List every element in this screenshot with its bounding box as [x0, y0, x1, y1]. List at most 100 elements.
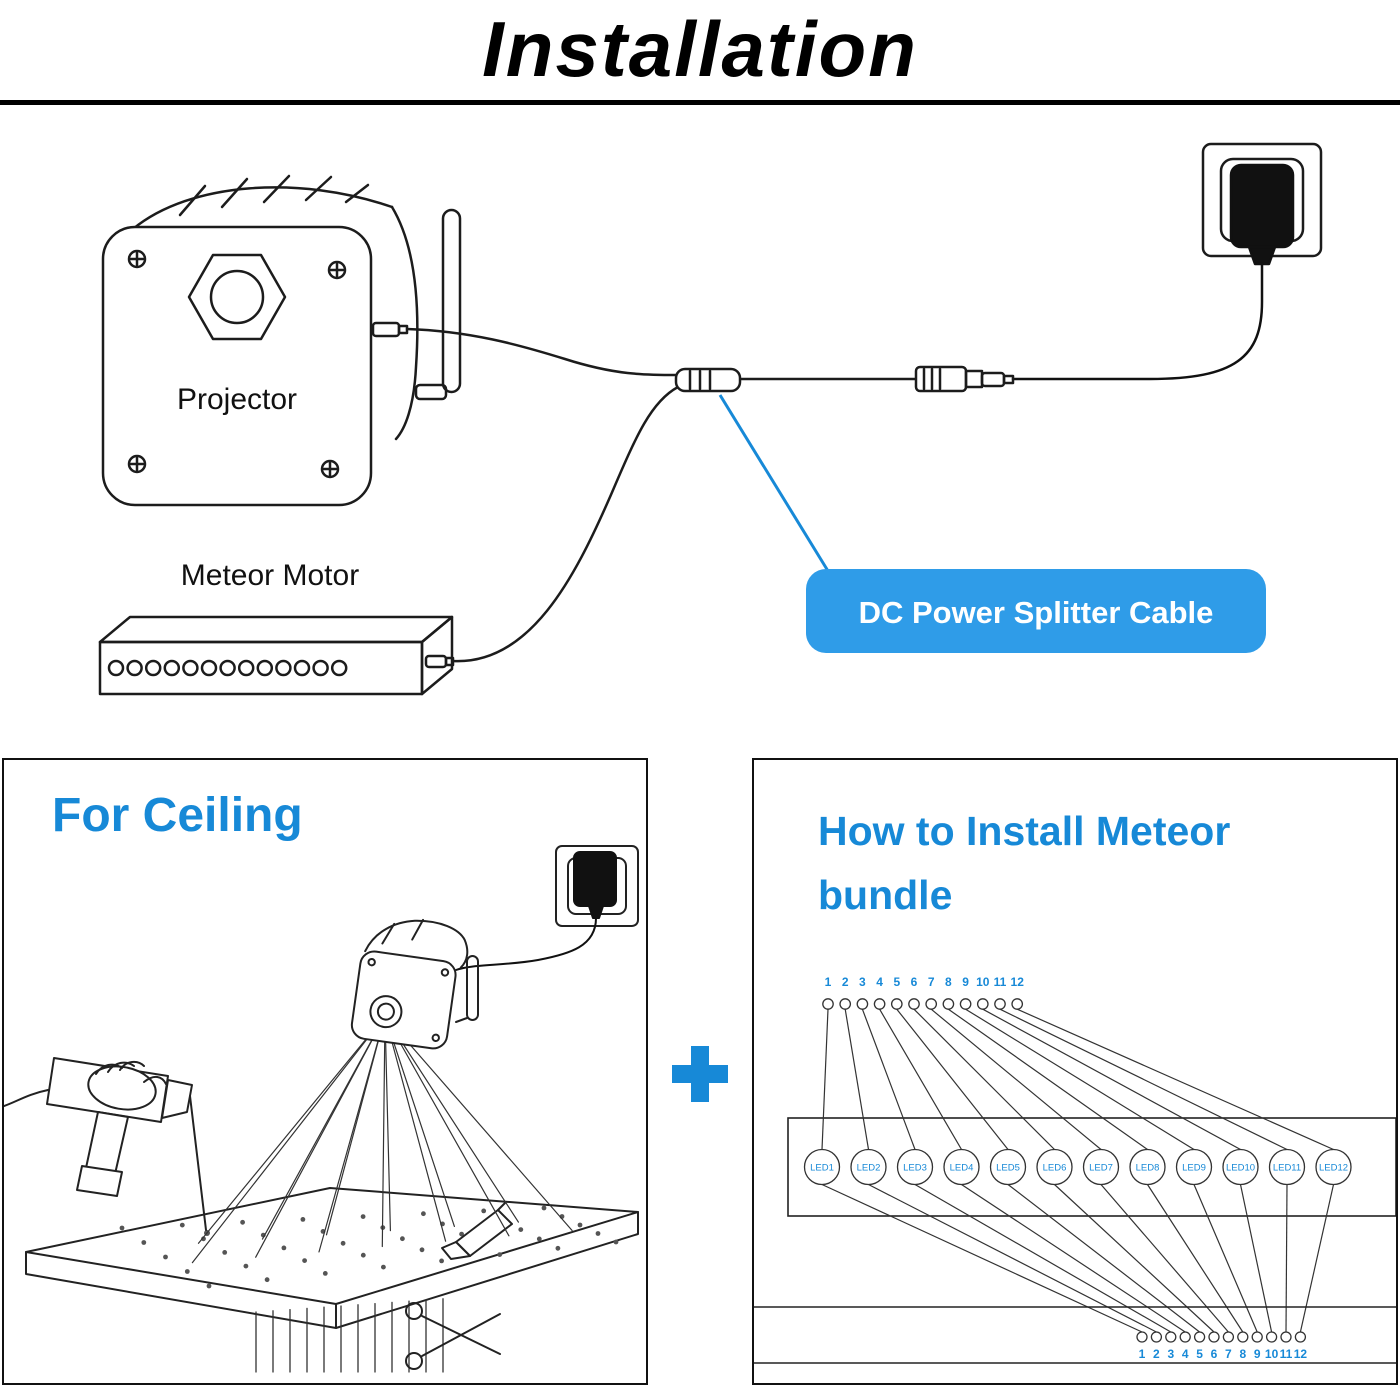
- hole-dot: [240, 1219, 246, 1225]
- hole-dot: [439, 1258, 444, 1264]
- fiber-strand: [325, 1015, 386, 1236]
- top-fiber-end: [856, 998, 869, 1010]
- hole-dot: [179, 1222, 185, 1228]
- hole-dot: [222, 1250, 228, 1255]
- top-fiber-end: [890, 998, 903, 1010]
- hole-dot: [555, 1245, 561, 1251]
- motor-label: Meteor Motor: [181, 559, 359, 592]
- hole-dot: [264, 1277, 270, 1283]
- top-fiber-end: [873, 998, 886, 1010]
- bottom-fiber-end: [1294, 1331, 1307, 1343]
- projector-label: Projector: [177, 383, 297, 416]
- fiber-strand: [191, 1015, 386, 1264]
- fiber-strand: [384, 1015, 391, 1232]
- motor-fiber-holes: [107, 659, 348, 677]
- led-circle: [1082, 1148, 1120, 1186]
- motor-hole: [107, 659, 125, 677]
- top-fiber-end: [959, 998, 972, 1010]
- motor-hole: [200, 659, 218, 677]
- top-fiber-end: [1011, 998, 1024, 1010]
- fiber-strand: [384, 1015, 520, 1223]
- led-circle: [1036, 1148, 1073, 1186]
- hole-dot: [595, 1231, 601, 1236]
- top-fiber-end: [925, 998, 938, 1010]
- antenna-icon: [455, 955, 479, 1023]
- for-ceiling-panel: For Ceiling: [2, 758, 648, 1385]
- fiber-strand: [384, 1015, 510, 1237]
- led-circle: [1129, 1148, 1166, 1186]
- bundle-heading-line1: How to Install Meteor: [818, 808, 1231, 854]
- hole-dot: [577, 1222, 583, 1228]
- hole-dot: [481, 1208, 487, 1214]
- led-circle-label: LED10: [1226, 1163, 1255, 1174]
- top-fiber-number: 11: [994, 975, 1007, 989]
- fiber-line: [879, 1008, 963, 1150]
- splitter-callout: DC Power Splitter Cable: [718, 394, 1266, 653]
- bottom-fiber-end: [1208, 1331, 1220, 1343]
- top-fiber-number: 12: [1011, 975, 1025, 989]
- hole-dot: [613, 1239, 619, 1245]
- bottom-fiber-end: [1265, 1331, 1278, 1343]
- bottom-fiber-ends: [1136, 1331, 1307, 1343]
- title-divider: [0, 100, 1400, 105]
- led-circle: [943, 1148, 980, 1186]
- ceiling-board-icon: [25, 1187, 639, 1329]
- hole-dot: [518, 1227, 524, 1232]
- top-fiber-number: 6: [911, 975, 918, 989]
- dc-splitter-icon: [674, 367, 742, 393]
- bottom-fiber-number: 2: [1153, 1347, 1160, 1361]
- bottom-fiber-end: [1251, 1331, 1263, 1343]
- motor-hole: [144, 659, 162, 677]
- fiber-strand: [197, 1015, 386, 1244]
- led-circle: [850, 1148, 887, 1186]
- led-circle-label: LED6: [1043, 1163, 1067, 1174]
- led-circle: [1222, 1148, 1259, 1186]
- fiber-strand: [381, 1015, 386, 1248]
- bottom-fiber-number: 1: [1139, 1347, 1146, 1361]
- fiber-line: [844, 1009, 870, 1150]
- fiber-line: [948, 1008, 1148, 1150]
- scissors-icon: [405, 1302, 501, 1370]
- fiber-line: [999, 1008, 1288, 1151]
- hand-icon: [87, 1060, 167, 1111]
- top-fiber-number: 9: [962, 975, 969, 989]
- bottom-fiber-end: [1136, 1331, 1148, 1343]
- led-circle-label: LED4: [950, 1163, 974, 1174]
- fiber-line: [1016, 1008, 1334, 1151]
- fiber-strand: [384, 1015, 455, 1227]
- hole-dot: [381, 1264, 386, 1270]
- bottom-fiber-number: 7: [1225, 1347, 1232, 1361]
- hole-dot: [536, 1236, 542, 1242]
- bottom-fiber-end: [1193, 1331, 1206, 1343]
- hole-dot: [360, 1252, 366, 1258]
- top-fiber-end: [822, 998, 834, 1010]
- dc-connector-pair-icon: [914, 365, 1015, 393]
- motor-cable: [451, 385, 680, 663]
- bottom-fiber-number: 4: [1182, 1347, 1189, 1361]
- motor-hole: [163, 659, 181, 677]
- hole-dot: [459, 1231, 464, 1237]
- led-circle: [1268, 1148, 1306, 1186]
- adapter-cable: [455, 917, 597, 971]
- motor-hole: [256, 659, 274, 677]
- fiber-line: [965, 1008, 1195, 1151]
- top-fiber-ends: [822, 998, 1024, 1010]
- top-fiber-end: [942, 998, 955, 1010]
- motor-hole: [126, 659, 143, 677]
- bottom-fiber-number: 10: [1265, 1347, 1279, 1361]
- bottom-fiber-end: [1179, 1331, 1191, 1343]
- bottom-fiber-number: 6: [1211, 1347, 1218, 1361]
- bottom-fiber-number: 12: [1294, 1347, 1308, 1361]
- top-fiber-end: [976, 998, 989, 1010]
- dc-jack-icon: [371, 321, 409, 338]
- hole-dot: [419, 1247, 425, 1253]
- bottom-fiber-number: 5: [1196, 1347, 1203, 1361]
- installation-wiring-diagram: Projector Meteor Motor DC Power Splitter…: [0, 107, 1400, 752]
- antenna-icon: [414, 208, 462, 401]
- bottom-fiber-number: 9: [1254, 1347, 1261, 1361]
- hole-dot: [497, 1252, 503, 1257]
- led-circle-label: LED12: [1319, 1163, 1348, 1174]
- drill-icon: [4, 1057, 207, 1231]
- led-circle: [803, 1148, 841, 1186]
